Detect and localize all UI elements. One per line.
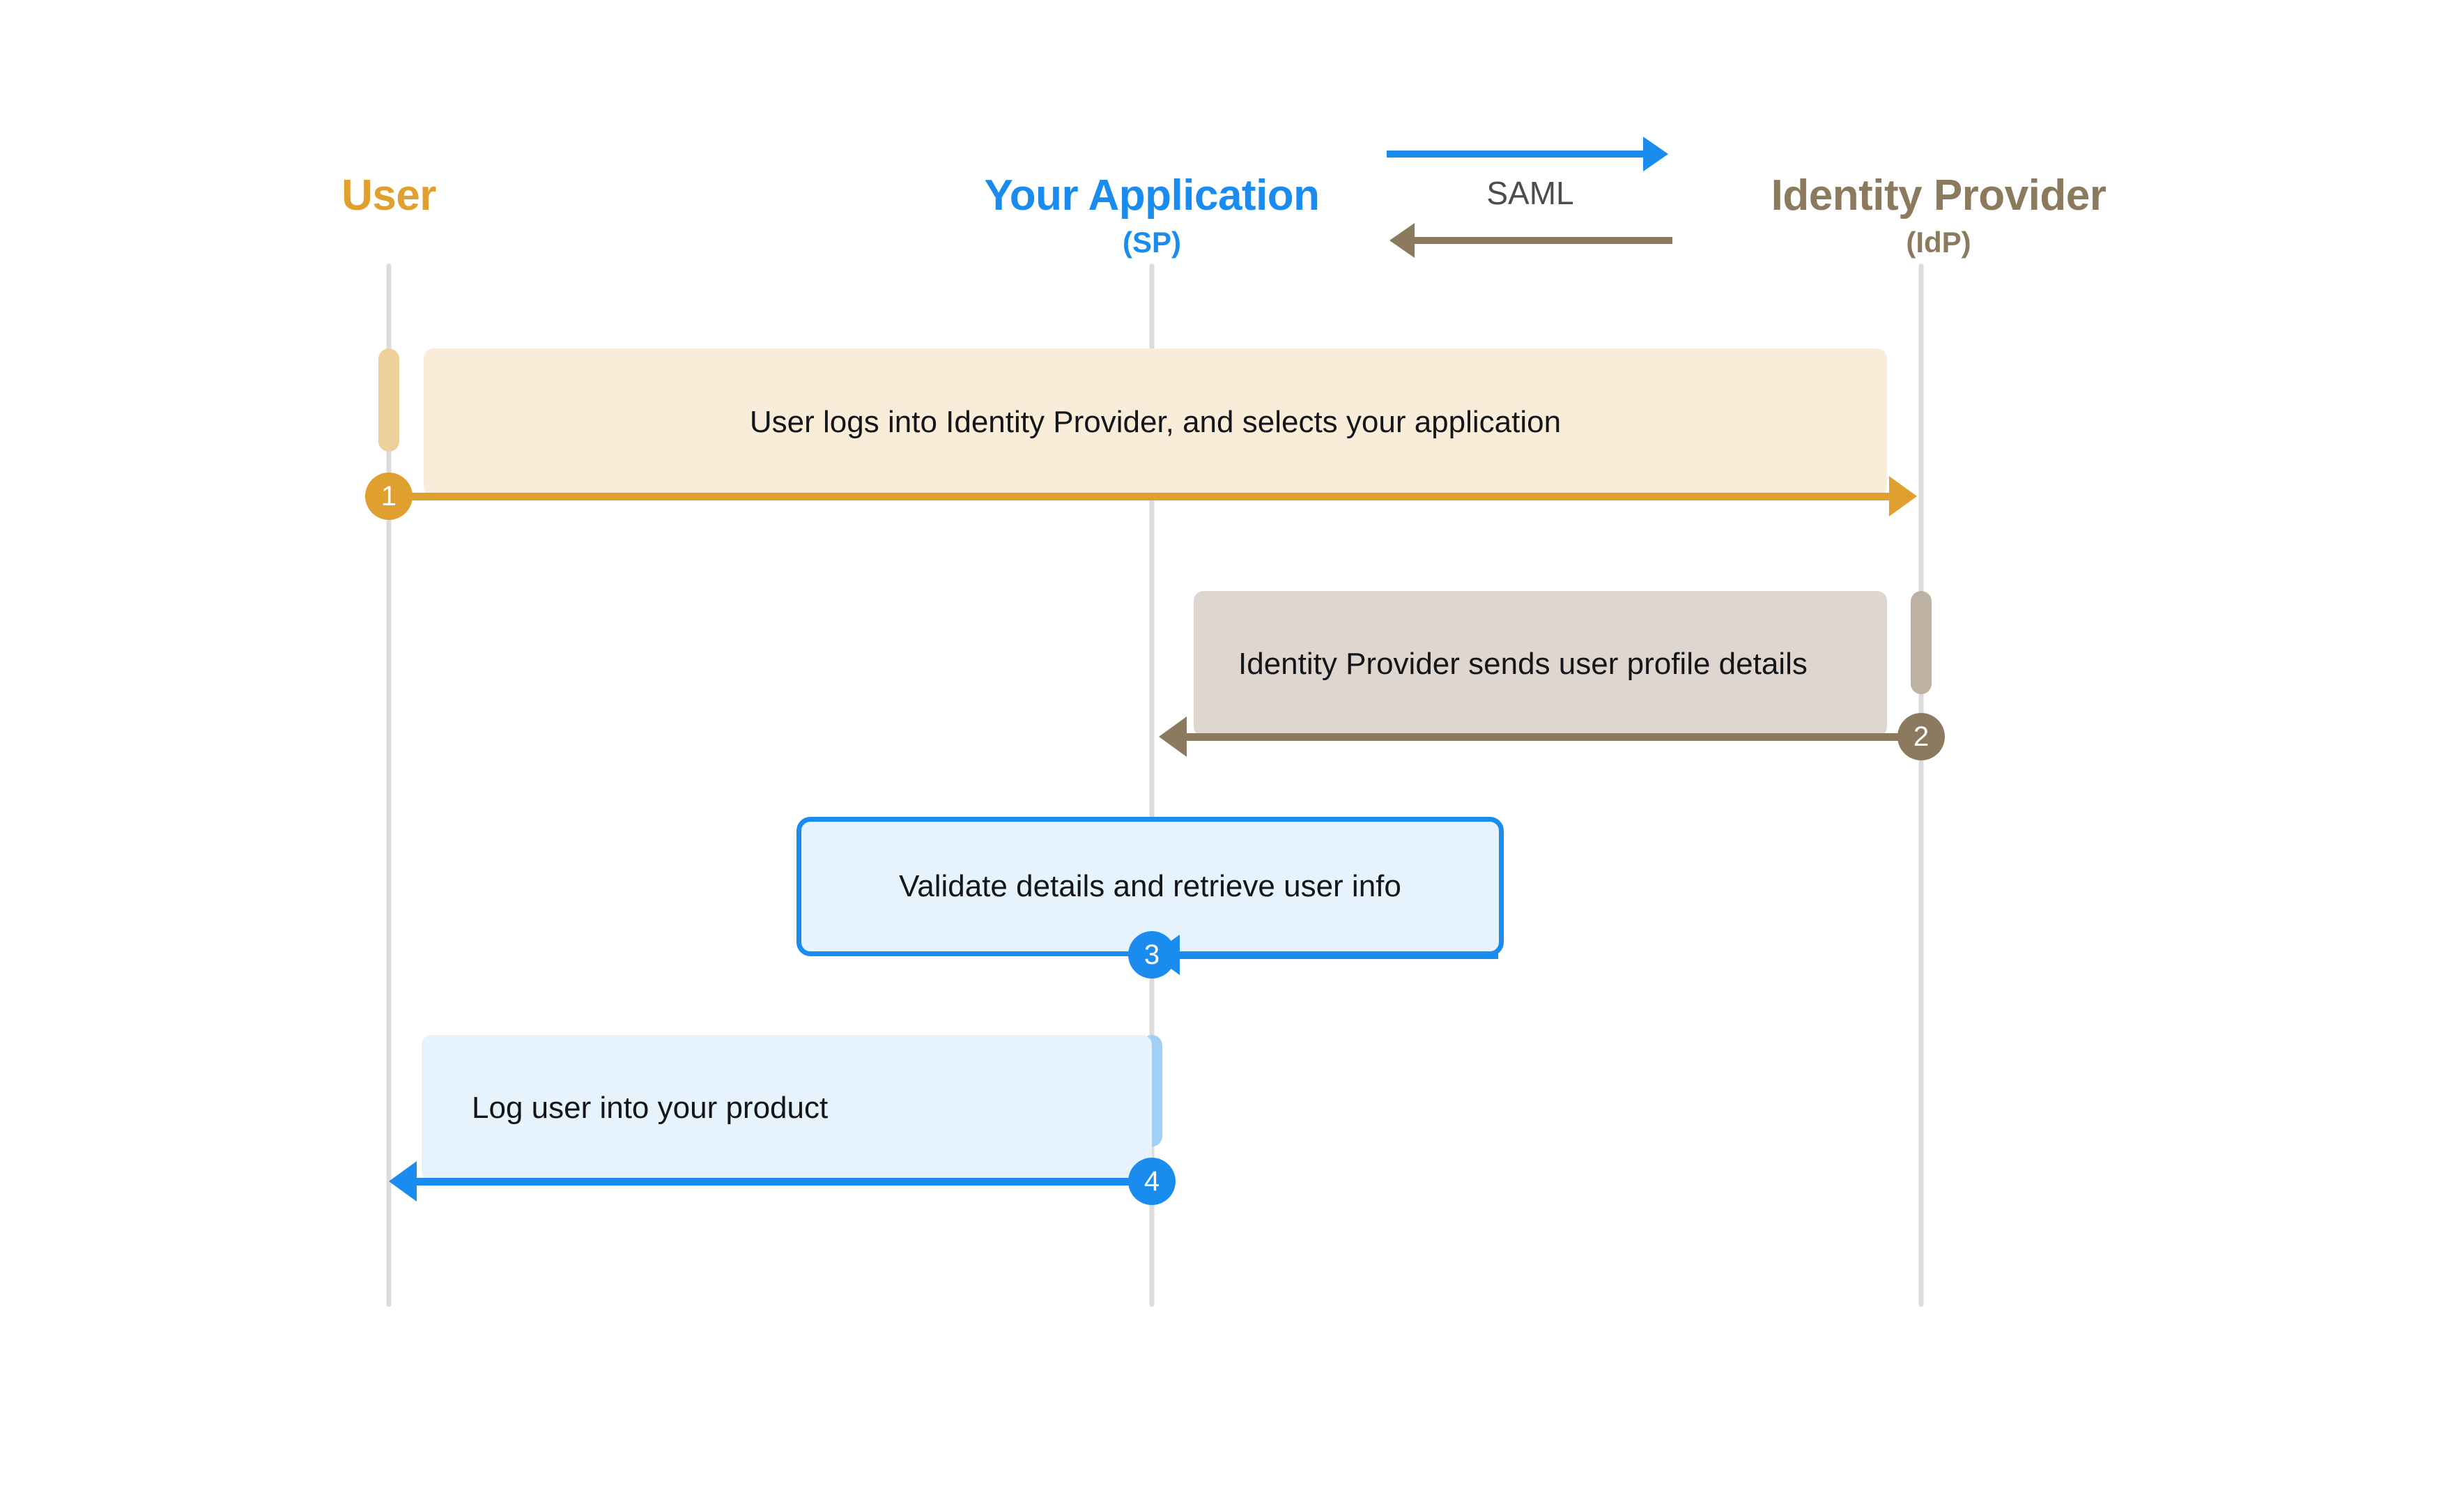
lifeline-your-application: [1149, 263, 1155, 1307]
message-arrowhead-step-4-icon: [389, 1161, 417, 1202]
activation-bar-step-1: [378, 348, 399, 452]
actor-subtitle-sp: (SP): [1122, 226, 1181, 259]
step-number-2[interactable]: 2: [1897, 713, 1945, 760]
saml-request-line: [1387, 151, 1645, 158]
message-band-step-2: Identity Provider sends user profile det…: [1194, 591, 1887, 737]
message-arrow-step-3: [1178, 951, 1498, 959]
actor-header-user: User: [341, 173, 436, 218]
message-band-step-1: User logs into Identity Provider, and se…: [424, 348, 1887, 496]
actor-title-user: User: [341, 171, 436, 220]
actor-title-your-application: Your Application: [984, 171, 1320, 220]
actor-header-your-application: Your Application (SP): [984, 171, 1320, 259]
saml-response-arrowhead-icon: [1389, 223, 1415, 258]
message-text-step-1: User logs into Identity Provider, and se…: [749, 405, 1562, 440]
message-text-step-3: Validate details and retrieve user info: [899, 869, 1401, 904]
actor-subtitle-idp: (IdP): [1906, 226, 1971, 259]
lifeline-identity-provider: [1918, 263, 1924, 1307]
message-arrowhead-step-2-icon: [1159, 716, 1187, 757]
saml-protocol-label: SAML: [1486, 175, 1574, 211]
saml-request-arrowhead-icon: [1643, 137, 1668, 171]
step-number-3[interactable]: 3: [1128, 931, 1176, 979]
step-number-4[interactable]: 4: [1128, 1158, 1176, 1205]
lifeline-user: [386, 263, 392, 1307]
message-arrow-step-1: [389, 493, 1891, 500]
actor-header-identity-provider: Identity Provider (IdP): [1771, 173, 2107, 259]
message-band-step-4: Log user into your product: [422, 1035, 1152, 1181]
saml-response-line: [1415, 237, 1672, 244]
message-arrowhead-step-1-icon: [1889, 476, 1917, 516]
message-arrow-step-2: [1185, 733, 1921, 741]
actor-title-identity-provider: Identity Provider: [1771, 171, 2107, 220]
activation-bar-step-2: [1911, 591, 1932, 694]
step-number-1[interactable]: 1: [365, 473, 413, 520]
message-text-step-4: Log user into your product: [472, 1091, 829, 1126]
message-text-step-2: Identity Provider sends user profile det…: [1238, 646, 1808, 681]
message-arrow-step-4: [415, 1178, 1152, 1186]
